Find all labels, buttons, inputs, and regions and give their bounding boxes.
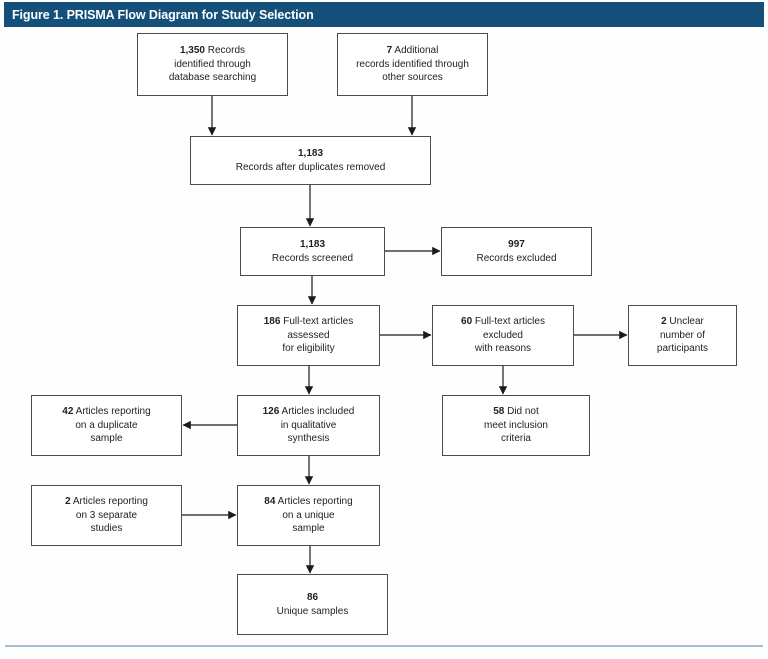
node-label: Did not meet inclusion criteria (484, 405, 548, 445)
node-label: Records after duplicates removed (235, 161, 386, 173)
node-text: 1,183 Records screened (272, 238, 353, 266)
node-text: 86 Unique samples (277, 591, 349, 619)
node-number: 60 (461, 315, 473, 327)
node-label: Full-text articles excluded with reasons (474, 315, 545, 355)
node-text: 126 Articles included in qualitative syn… (263, 405, 355, 446)
node-duplicate-sample: 42 Articles reporting on a duplicate sam… (31, 395, 182, 456)
node-label: Records screened (271, 252, 354, 264)
node-label: Articles reporting on a duplicate sample (75, 405, 151, 445)
node-label: Articles reporting on 3 separate studies (72, 495, 148, 535)
node-label: Unique samples (276, 605, 349, 617)
node-text: 2 Articles reporting on 3 separate studi… (65, 495, 148, 536)
node-additional-records: 7 Additional records identified through … (337, 33, 488, 96)
node-number: 997 (508, 238, 525, 250)
node-records-identified: 1,350 Records identified through databas… (137, 33, 288, 96)
node-text: 58 Did not meet inclusion criteria (484, 405, 548, 446)
node-after-duplicates: 1,183 Records after duplicates removed (190, 136, 431, 185)
figure-title-bar: Figure 1. PRISMA Flow Diagram for Study … (4, 2, 764, 27)
node-fulltext-excluded: 60 Full-text articles excluded with reas… (432, 305, 574, 366)
node-label: Articles included in qualitative synthes… (280, 405, 355, 445)
node-records-screened: 1,183 Records screened (240, 227, 385, 276)
node-number: 58 (493, 405, 505, 417)
node-number: 1,183 (297, 147, 324, 159)
node-text: 2 Unclear number of participants (657, 315, 708, 356)
bottom-divider (5, 645, 763, 647)
node-separate-studies: 2 Articles reporting on 3 separate studi… (31, 485, 182, 546)
node-number: 2 (661, 315, 667, 327)
node-text: 1,183 Records after duplicates removed (236, 147, 386, 175)
node-number: 7 (386, 44, 393, 56)
node-number: 42 (62, 405, 74, 417)
node-records-excluded: 997 Records excluded (441, 227, 592, 276)
node-label: Additional records identified through ot… (356, 44, 469, 84)
node-text: 7 Additional records identified through … (356, 44, 469, 85)
node-label: Records identified through database sear… (168, 44, 257, 84)
node-number: 126 (262, 405, 280, 417)
node-label: Unclear number of participants (656, 315, 709, 355)
figure-title: Figure 1. PRISMA Flow Diagram for Study … (12, 7, 314, 22)
node-number: 2 (65, 495, 71, 507)
node-number: 84 (264, 495, 276, 507)
node-unique-samples: 86 Unique samples (237, 574, 388, 635)
node-unclear-participants: 2 Unclear number of participants (628, 305, 737, 366)
node-text: 60 Full-text articles excluded with reas… (461, 315, 545, 356)
node-number: 1,183 (299, 238, 326, 250)
node-label: Articles reporting on a unique sample (277, 495, 353, 535)
node-text: 42 Articles reporting on a duplicate sam… (62, 405, 150, 446)
node-text: 997 Records excluded (476, 238, 556, 266)
node-number: 86 (306, 591, 319, 603)
node-text: 186 Full-text articles assessed for elig… (264, 315, 353, 356)
node-text: 1,350 Records identified through databas… (169, 44, 256, 85)
node-not-meet-criteria: 58 Did not meet inclusion criteria (442, 395, 590, 456)
node-qualitative-synthesis: 126 Articles included in qualitative syn… (237, 395, 380, 456)
node-label: Records excluded (476, 252, 557, 264)
node-label: Full-text articles assessed for eligibil… (282, 315, 354, 355)
node-fulltext-assessed: 186 Full-text articles assessed for elig… (237, 305, 380, 366)
node-number: 1,350 (179, 44, 205, 56)
node-number: 186 (263, 315, 281, 327)
node-unique-sample: 84 Articles reporting on a unique sample (237, 485, 380, 546)
node-text: 84 Articles reporting on a unique sample (264, 495, 352, 536)
